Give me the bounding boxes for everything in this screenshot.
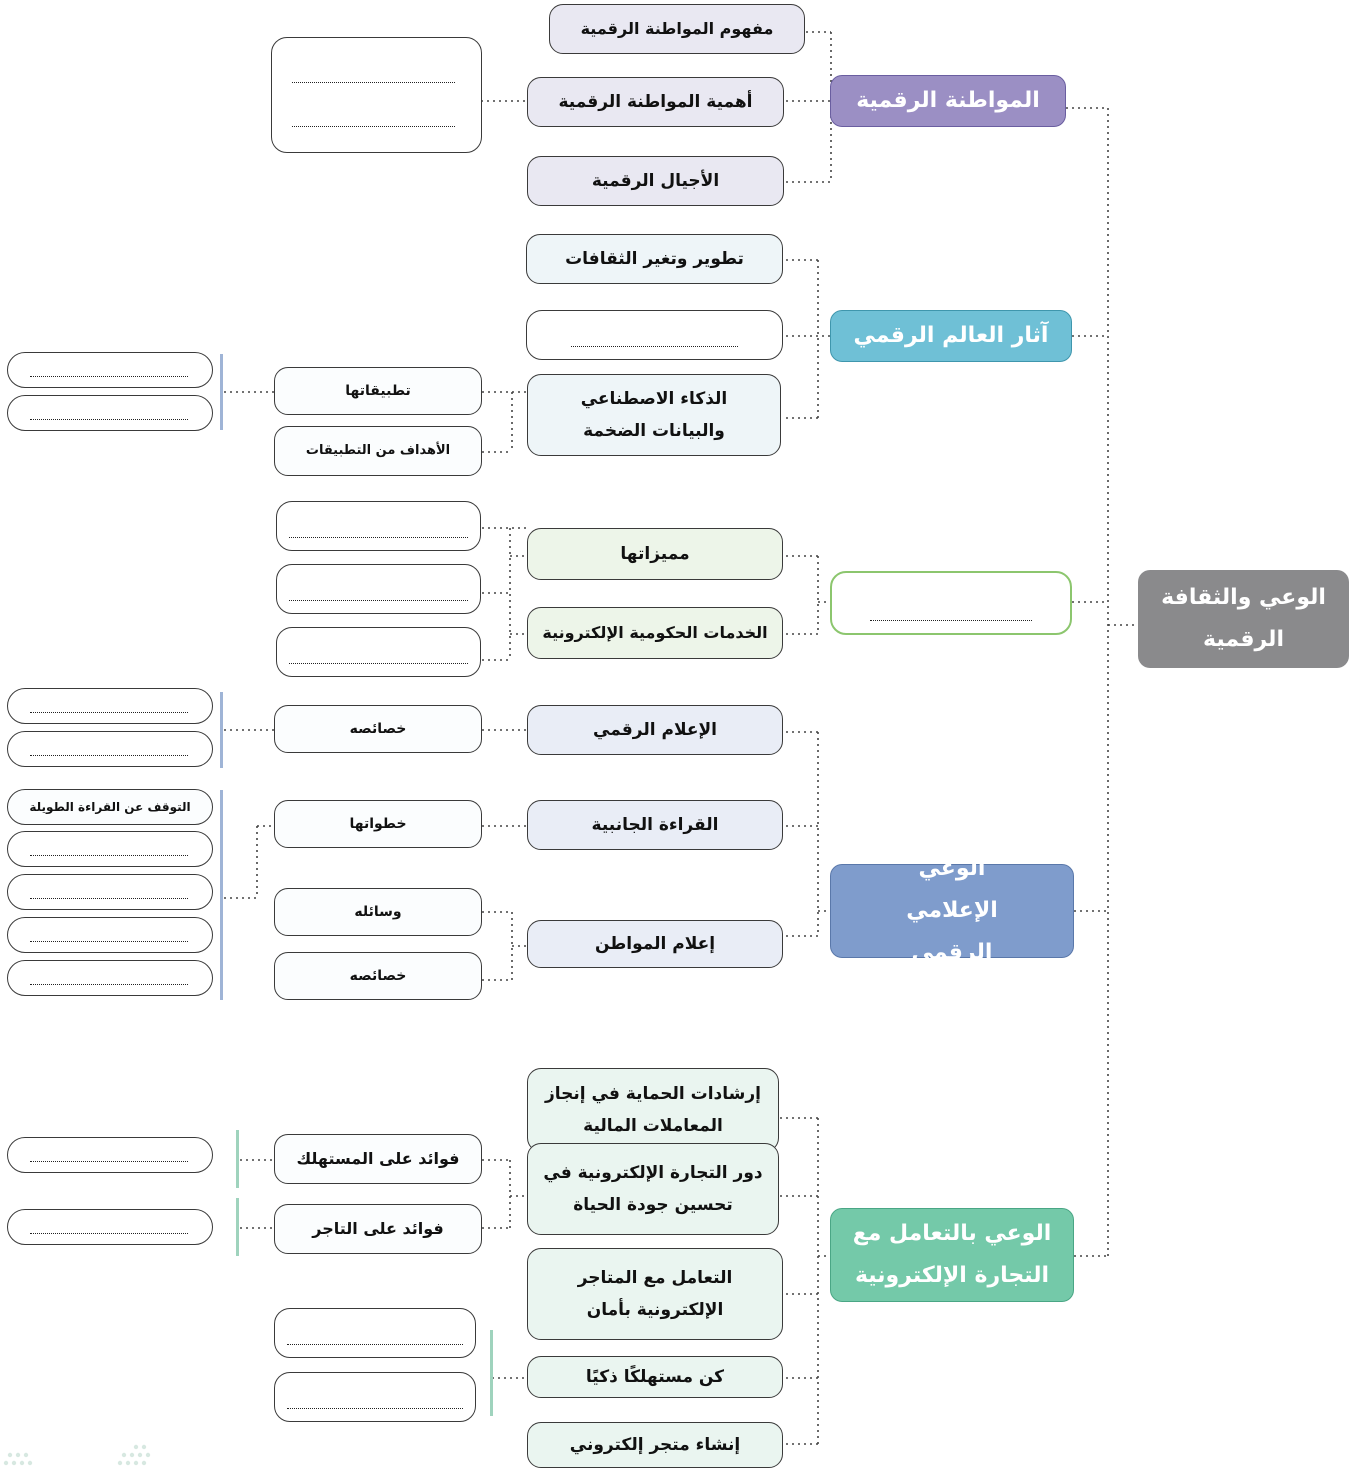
branch-label: الوعي بالتعامل مع التجارة الإلكترونية xyxy=(852,1221,1052,1288)
branch-ecommerce-awareness: الوعي بالتعامل مع التجارة الإلكترونية xyxy=(830,1208,1074,1302)
topic-ecommerce-quality-of-life: دور التجارة الإلكترونية في تحسين جودة ال… xyxy=(527,1143,779,1235)
branch-label: آثار العالم الرقمي xyxy=(853,323,1049,349)
separator-bar xyxy=(220,354,223,430)
subtopic-media-characteristics: خصائصه xyxy=(274,705,482,753)
subtopic-ai-applications: تطبيقاتها xyxy=(274,367,482,415)
answer-blank-small[interactable] xyxy=(7,1137,213,1173)
answer-blank[interactable] xyxy=(274,1372,476,1422)
answer-blank[interactable] xyxy=(276,627,481,677)
reading-step-first: التوقف عن القراءة الطويلة xyxy=(7,789,213,825)
separator-bar xyxy=(236,1198,239,1256)
subtopic-ai-goals: الأهداف من التطبيقات xyxy=(274,426,482,476)
separator-bar xyxy=(220,790,223,1000)
answer-blank-small[interactable] xyxy=(7,1209,213,1245)
topic-egov-services: الخدمات الحكومية الإلكترونية xyxy=(527,607,783,659)
answer-blank-small[interactable] xyxy=(7,874,213,910)
separator-bar xyxy=(220,692,223,768)
subtopic-consumer-benefits: فوائد على المستهلك xyxy=(274,1134,482,1184)
branch-digital-effects: آثار العالم الرقمي xyxy=(830,310,1072,362)
topic-safe-online-stores: التعامل مع المتاجر الإلكترونية بأمان xyxy=(527,1248,783,1340)
subtopic-citizen-media-characteristics: خصائصه xyxy=(274,952,482,1000)
subtopic-reading-steps: خطواتها xyxy=(274,800,482,848)
root-node: الوعي والثقافة الرقمية xyxy=(1138,570,1349,668)
topic-create-online-store: إنشاء متجر إلكتروني xyxy=(527,1422,783,1468)
answer-blank-small[interactable] xyxy=(7,395,213,431)
watermark-dots xyxy=(3,1444,151,1466)
answer-blank-small[interactable] xyxy=(7,917,213,953)
subtopic-merchant-benefits: فوائد على التاجر xyxy=(274,1204,482,1254)
answer-blank[interactable] xyxy=(526,310,783,360)
branch-label: الوعي الإعلامي الرقمي xyxy=(906,856,998,965)
answer-blank-small[interactable] xyxy=(7,831,213,867)
subtopic-citizen-media-means: وسائله xyxy=(274,888,482,936)
answer-blank-small[interactable] xyxy=(7,731,213,767)
topic-lateral-reading: القراءة الجانبية xyxy=(527,800,783,850)
topic-ai-big-data: الذكاء الاصطناعي والبيانات الضخمة xyxy=(527,374,781,456)
topic-citizen-media: إعلام المواطن xyxy=(527,920,783,968)
topic-digital-generations: الأجيال الرقمية xyxy=(527,156,784,206)
topic-egov-features: مميزاتها xyxy=(527,528,783,580)
topic-transaction-protection: إرشادات الحماية في إنجاز المعاملات المال… xyxy=(527,1068,779,1152)
topic-citizenship-concept: مفهوم المواطنة الرقمية xyxy=(549,4,805,54)
root-label: الوعي والثقافة الرقمية xyxy=(1161,585,1326,652)
topic-smart-consumer: كن مستهلكًا ذكيًا xyxy=(527,1356,783,1398)
answer-blank[interactable] xyxy=(276,564,481,614)
answer-blank[interactable] xyxy=(274,1308,476,1358)
topic-culture-change: تطوير وتغير الثقافات xyxy=(526,234,783,284)
topic-digital-media: الإعلام الرقمي xyxy=(527,705,783,755)
answer-blank-small[interactable] xyxy=(7,960,213,996)
answer-blank-small[interactable] xyxy=(7,688,213,724)
topic-citizenship-importance: أهمية المواطنة الرقمية xyxy=(527,77,784,127)
answer-blank-large[interactable] xyxy=(271,37,482,153)
answer-blank[interactable] xyxy=(276,501,481,551)
answer-blank-small[interactable] xyxy=(7,352,213,388)
separator-bar xyxy=(490,1330,493,1416)
branch-label: المواطنة الرقمية xyxy=(856,88,1040,114)
branch-digital-citizenship: المواطنة الرقمية xyxy=(830,75,1066,127)
branch-egov-blank[interactable] xyxy=(830,571,1072,635)
branch-media-awareness: الوعي الإعلامي الرقمي xyxy=(830,856,1074,965)
separator-bar xyxy=(236,1130,239,1188)
